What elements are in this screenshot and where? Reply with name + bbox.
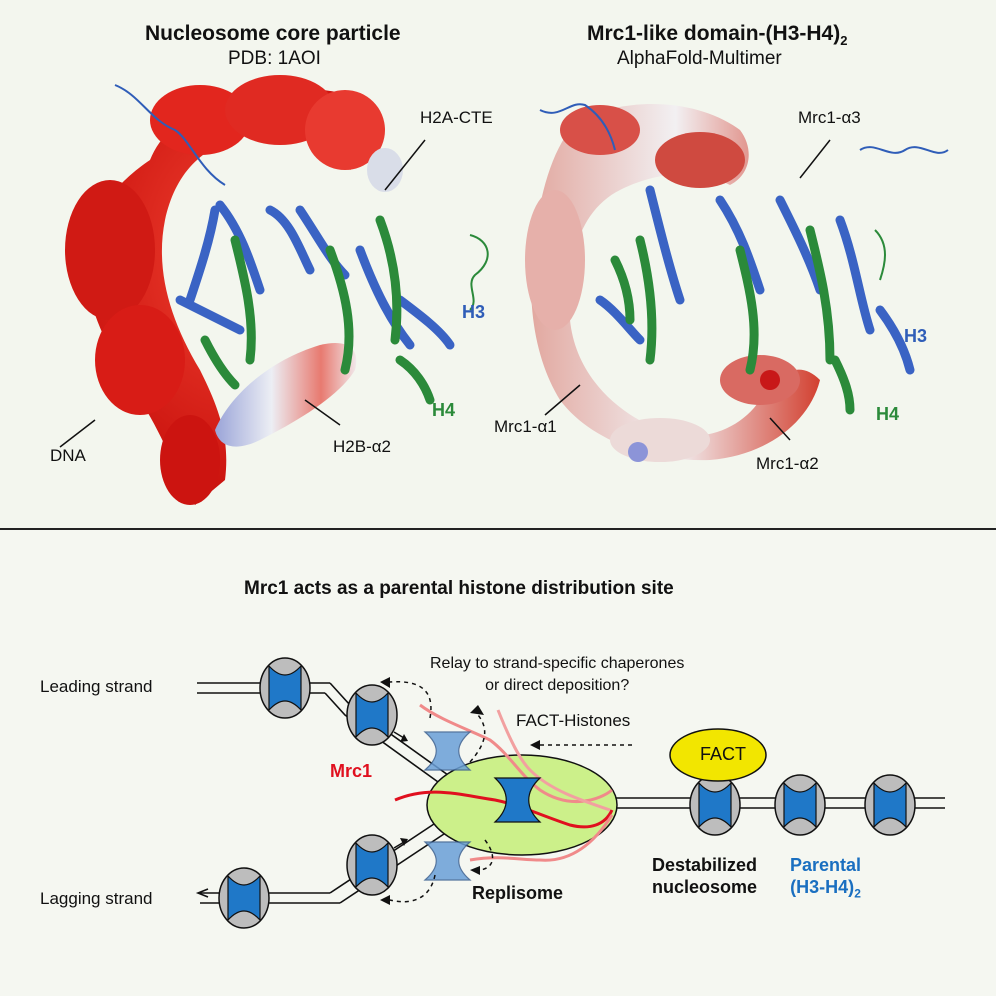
small-arrowheads xyxy=(400,734,408,846)
h4-tail-right xyxy=(874,229,886,281)
replisome-label: Replisome xyxy=(472,883,564,903)
left-title: Nucleosome core particle xyxy=(145,22,401,45)
label-h3-left: H3 xyxy=(462,302,486,322)
structure-panel: Nucleosome core particle PDB: 1AOI Mrc1-… xyxy=(50,22,949,505)
h3-helices-right xyxy=(595,185,915,375)
label-dna: DNA xyxy=(50,446,86,465)
mrc1-faded-2 xyxy=(496,709,611,812)
label-h2a-cte: H2A-CTE xyxy=(420,108,493,127)
fact xyxy=(669,728,767,782)
h4-tail-left xyxy=(469,234,489,311)
destabilized-nucleosome-label: Destabilized nucleosome xyxy=(652,854,757,898)
panel-divider xyxy=(0,528,996,530)
label-mrc1-a1: Mrc1-α1 xyxy=(494,417,557,436)
leading-strand-label: Leading strand xyxy=(40,677,153,696)
histone-bowties xyxy=(423,731,542,881)
h3-tail-left xyxy=(114,84,226,186)
label-h2b-a2: H2B-α2 xyxy=(333,437,392,456)
fact-histones-label: FACT-Histones xyxy=(516,711,631,730)
mrc1-label: Mrc1 xyxy=(330,761,373,781)
h3-tail-right-2 xyxy=(859,146,949,154)
h2b-surface xyxy=(215,342,357,447)
model-title: Mrc1 acts as a parental histone distribu… xyxy=(244,578,674,599)
destabilized-line-2: nucleosome xyxy=(652,877,758,897)
leader-lines xyxy=(59,139,831,448)
mrc1-surface xyxy=(525,103,820,462)
parental-sub: 2 xyxy=(854,886,861,901)
label-mrc1-a3: Mrc1-α3 xyxy=(798,108,861,127)
right-subtitle: AlphaFold-Multimer xyxy=(617,48,782,69)
label-mrc1-a2: Mrc1-α2 xyxy=(756,454,819,473)
relay-line-1: Relay to strand-specific chaperones xyxy=(430,655,685,672)
parental-line-1: Parental xyxy=(790,855,862,875)
parental-line-2-text: (H3-H4) xyxy=(790,877,855,897)
label-h4-right: H4 xyxy=(876,404,900,424)
dna-surface xyxy=(65,75,403,505)
dashed-arrows xyxy=(389,681,632,903)
model-panel: Mrc1 acts as a parental histone distribu… xyxy=(0,530,996,996)
arrowheads xyxy=(380,677,540,905)
h4-helices-right xyxy=(610,225,855,415)
relay-question: Relay to strand-specific chaperones or d… xyxy=(430,653,684,697)
right-title-text: Mrc1-like domain-(H3-H4) xyxy=(587,22,841,45)
lagging-strand-label: Lagging strand xyxy=(40,889,153,908)
left-subtitle: PDB: 1AOI xyxy=(228,48,321,69)
destabilized-line-1: Destabilized xyxy=(652,855,758,875)
replication-fork-diagram xyxy=(195,657,945,929)
mrc1-faded-3 xyxy=(469,814,614,862)
small-arrows xyxy=(393,731,405,849)
nucleosome-structure-image xyxy=(59,75,949,505)
right-title: Mrc1-like domain-(H3-H4)2 xyxy=(587,22,847,48)
fact-label: FACT xyxy=(700,744,747,764)
relay-line-2: or direct deposition? xyxy=(485,677,630,694)
h3-helices-left xyxy=(175,200,455,350)
label-h4-left: H4 xyxy=(432,400,456,420)
leading-strand-dna xyxy=(197,682,456,788)
nucleosomes xyxy=(218,657,916,929)
right-title-sub: 2 xyxy=(840,33,848,49)
label-h3-right: H3 xyxy=(904,326,928,346)
h3-tail-right xyxy=(539,103,616,151)
lagging-arrow-icon xyxy=(195,888,209,898)
parental-line-2: (H3-H4)2 xyxy=(790,876,861,905)
parental-label: Parental (H3-H4)2 xyxy=(790,854,861,905)
h4-helices-left xyxy=(200,215,435,405)
